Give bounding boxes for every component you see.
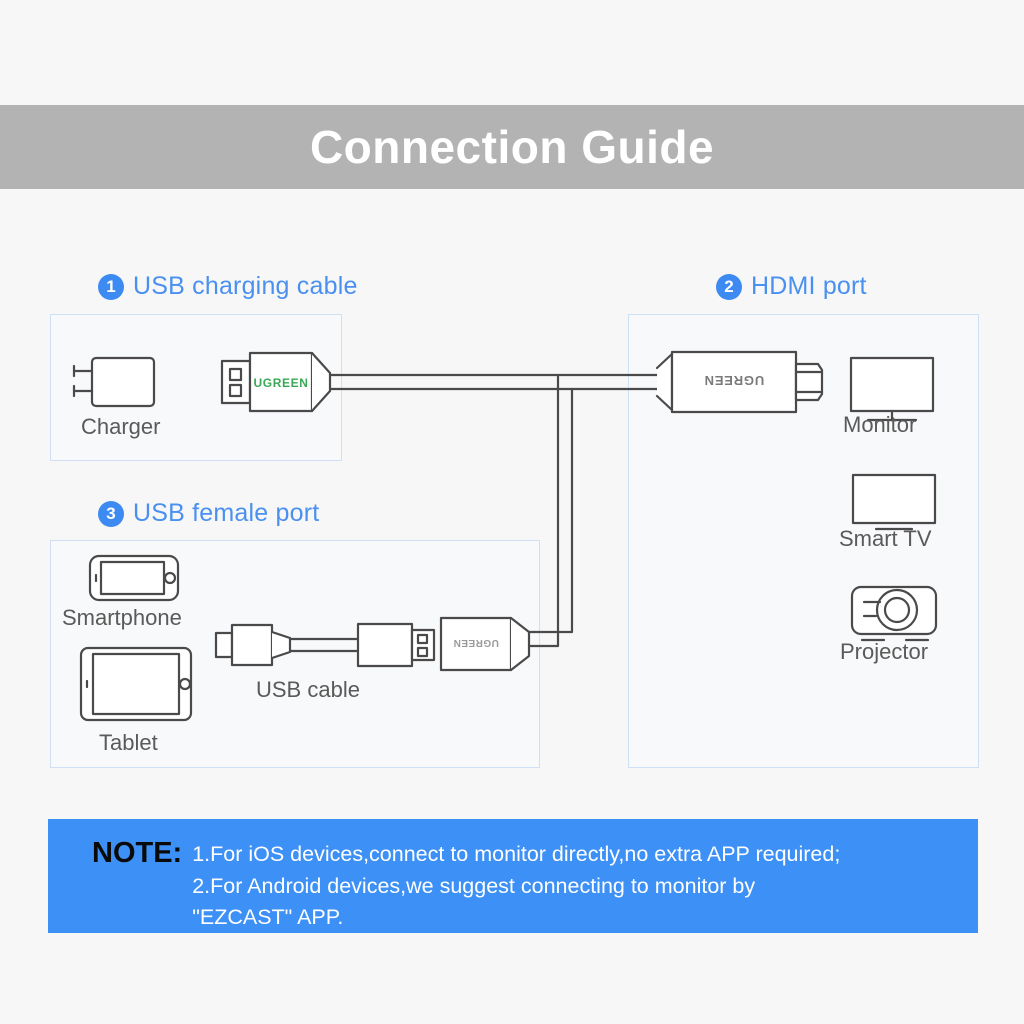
note-box: NOTE: 1.For iOS devices,connect to monit… (48, 819, 978, 933)
note-line-3: "EZCAST" APP. (192, 905, 344, 930)
note-line-2: 2.For Android devices,we suggest connect… (192, 873, 756, 898)
section-heading-1: 1 USB charging cable (98, 272, 358, 301)
step-number-badge-1: 1 (98, 273, 124, 300)
section-label-2: HDMI port (751, 272, 867, 300)
caption-smart-tv: Smart TV (839, 526, 932, 551)
section-label-3: USB female port (133, 499, 320, 527)
caption-tablet: Tablet (99, 730, 158, 755)
section-heading-2: 2 HDMI port (716, 272, 867, 301)
section-heading-3: 3 USB female port (98, 499, 319, 528)
note-text: 1.For iOS devices,connect to monitor dir… (192, 839, 840, 934)
note-label: NOTE: (92, 837, 183, 869)
header-bar: Connection Guide (0, 105, 1024, 189)
caption-charger: Charger (81, 414, 161, 439)
caption-monitor: Monitor (843, 412, 917, 437)
step-number-badge-2: 2 (716, 273, 742, 300)
caption-usb-cable: USB cable (256, 677, 360, 702)
step-number-badge-3: 3 (98, 500, 124, 527)
caption-projector: Projector (840, 639, 929, 664)
cable-usb-to-hdmi (328, 373, 659, 391)
page-title: Connection Guide (309, 121, 715, 173)
caption-smartphone: Smartphone (62, 605, 182, 630)
note-line-1: 1.For iOS devices,connect to monitor dir… (192, 842, 841, 866)
section-label-1: USB charging cable (133, 272, 358, 300)
